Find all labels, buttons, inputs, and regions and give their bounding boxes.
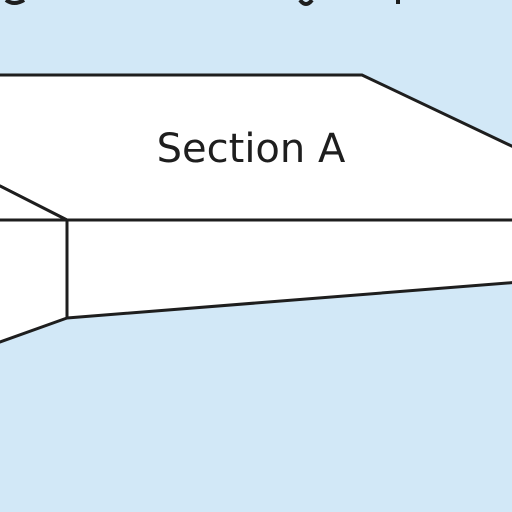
section-a-label: Section A	[157, 126, 346, 172]
clipped-title-fragment	[4, 0, 400, 6]
corridor-region[interactable]	[65, 218, 512, 320]
